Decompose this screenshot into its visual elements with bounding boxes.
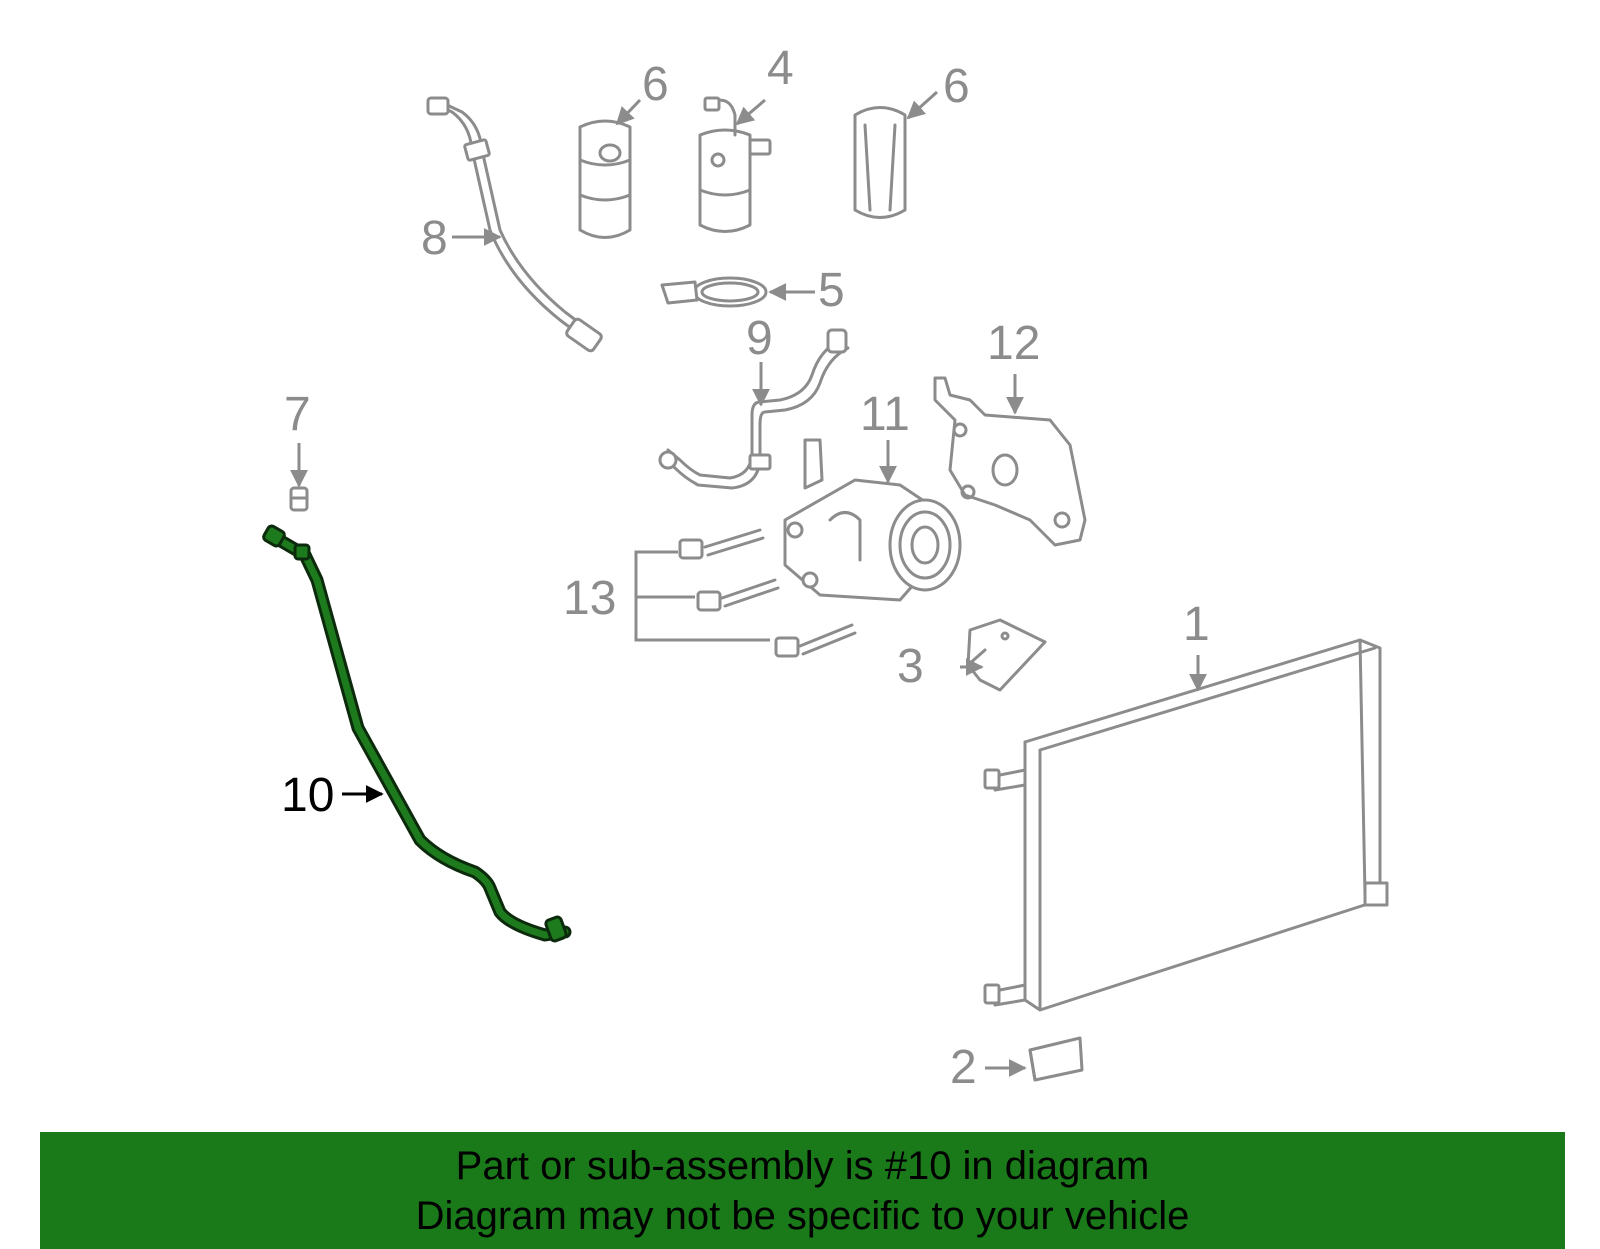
callout-4: 4 bbox=[767, 42, 794, 95]
callout-11: 11 bbox=[860, 388, 910, 441]
info-banner: Part or sub-assembly is #10 in diagram D… bbox=[40, 1132, 1565, 1249]
callout-2: 2 bbox=[950, 1041, 977, 1094]
callout-9: 9 bbox=[746, 312, 773, 365]
callout-7: 7 bbox=[284, 388, 311, 441]
callout-3: 3 bbox=[897, 640, 924, 693]
callout-6-right: 6 bbox=[943, 60, 970, 113]
part-4-receiver-dryer[interactable] bbox=[698, 96, 772, 233]
part-2-bracket[interactable] bbox=[1028, 1036, 1084, 1082]
part-10-line-highlighted[interactable] bbox=[262, 524, 572, 943]
part-5-clamp[interactable] bbox=[660, 276, 768, 308]
leader-4 bbox=[735, 98, 766, 126]
part-6-right-bracket[interactable] bbox=[853, 106, 907, 219]
part-13-bolts[interactable] bbox=[634, 528, 857, 658]
callout-12: 12 bbox=[987, 317, 1040, 370]
part-7-clip[interactable] bbox=[289, 486, 309, 512]
callout-1: 1 bbox=[1183, 598, 1210, 651]
leader-6a bbox=[615, 98, 642, 126]
banner-line-disclaimer: Diagram may not be specific to your vehi… bbox=[415, 1193, 1190, 1238]
callout-5: 5 bbox=[818, 264, 845, 317]
callout-6-left: 6 bbox=[642, 58, 669, 111]
part-12-bracket[interactable] bbox=[933, 376, 1087, 547]
leader-6b bbox=[906, 90, 939, 120]
banner-line-part: Part or sub-assembly is #10 in diagram bbox=[455, 1143, 1150, 1188]
part-11-compressor[interactable] bbox=[783, 438, 962, 602]
part-8-hose[interactable] bbox=[426, 96, 603, 353]
part-9-line[interactable] bbox=[658, 328, 850, 490]
part-3-bracket[interactable] bbox=[966, 618, 1047, 692]
part-6-left-canister[interactable] bbox=[578, 119, 632, 239]
part-1-condenser[interactable] bbox=[983, 638, 1389, 1012]
callout-10: 10 bbox=[281, 769, 334, 822]
callout-13: 13 bbox=[563, 572, 616, 625]
callout-8: 8 bbox=[421, 212, 448, 265]
